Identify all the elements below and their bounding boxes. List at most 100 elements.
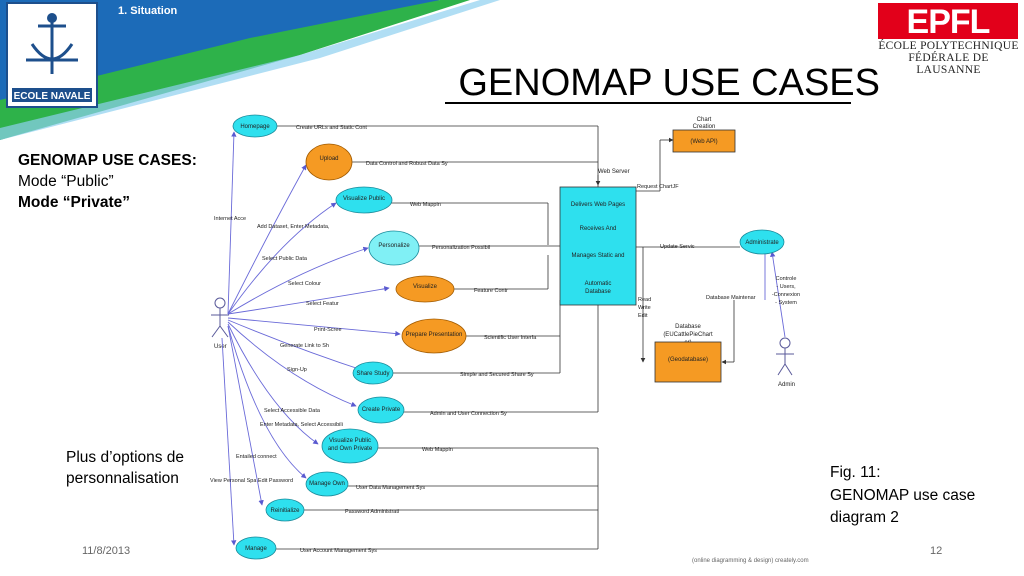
svg-text:(EUCattlePieChart: (EUCattlePieChart (663, 332, 713, 338)
svg-text:Visualize Public: Visualize Public (343, 196, 385, 202)
svg-text:Database: Database (585, 289, 611, 295)
use-case-visualize: Visualize (395, 275, 455, 303)
mode-private: Mode “Private” (18, 194, 130, 211)
slide-date: 11/8/2013 (82, 545, 131, 557)
sys-label-homepage: Create URLs and Static Cont (296, 125, 367, 131)
section-label: 1. Situation (118, 5, 178, 17)
svg-text:- Users,: - Users, (776, 284, 796, 290)
label-add-dataset: Add Dataset, Enter Metadata, (257, 224, 330, 230)
label-select-feature: Select Featur (306, 301, 339, 307)
label-enter-metadata: Enter Metadata, Select Accessibili (260, 422, 343, 428)
update-service-label: Update Servic (660, 244, 695, 250)
admin-actor (776, 337, 794, 376)
system-link-labels: Create URLs and Static Cont Data Control… (296, 125, 537, 554)
use-case-personalize: Personalize (368, 230, 420, 266)
sys-label-visualize-public: Web Mappin (410, 202, 441, 208)
title-underline (445, 102, 851, 104)
use-case-homepage: Homepage (232, 114, 278, 138)
label-entailed-connect: Entailed connect (236, 454, 277, 460)
svg-text:Edit: Edit (638, 313, 648, 319)
sys-label-create-private: Admin and User Connection Sy (430, 411, 507, 417)
label-sign-up: Sign-Up (287, 367, 307, 373)
use-case-create-private: Create Private (357, 396, 405, 424)
sys-label-manage-own: User Data Management Sys (356, 485, 425, 491)
database-maintenance-label: Database Maintenar (706, 295, 756, 301)
actor-link-labels: Internet Acce Add Dataset, Enter Metadat… (210, 216, 343, 484)
use-case-visualize-public: Visualize Public (335, 186, 393, 214)
admin-actor-label: Admin (778, 382, 795, 388)
sys-label-manage: User Account Management Sys (300, 548, 377, 554)
database-box: Database (EUCattlePieChart er) (Geodatab… (654, 324, 722, 383)
caption-line-1: Fig. 11: (830, 464, 881, 481)
user-actor (211, 297, 229, 338)
svg-text:Reinitialize: Reinitialize (270, 508, 300, 514)
sys-label-personalize: Personalization Possibil (432, 245, 490, 251)
svg-text:(Geodatabase): (Geodatabase) (668, 357, 708, 363)
more-options-note: Plus d’options de personnalisation (66, 447, 184, 489)
read-write-label: Read Write Edit (638, 297, 651, 319)
svg-text:Homepage: Homepage (240, 124, 270, 130)
request-chart-label: Request ChartJF (637, 184, 679, 190)
svg-text:Automatic: Automatic (585, 281, 612, 287)
label-print-screen: Print-Scree (314, 327, 342, 333)
actor-associations (221, 131, 401, 546)
svg-text:Manage: Manage (245, 546, 267, 552)
page-title: GENOMAP USE CASES (458, 62, 880, 104)
chart-creation-box: Chart Creation (Web API) (672, 117, 736, 153)
ecole-navale-text: ECOLE NAVALE (14, 91, 91, 102)
label-select-public: Select Public Data (262, 256, 308, 262)
svg-text:(Web API): (Web API) (690, 139, 717, 145)
system-connectors (273, 125, 740, 550)
sys-label-visualize: Feature Contr (474, 288, 508, 294)
sys-label-presentation: Scientific User Interfa (484, 335, 537, 341)
creately-watermark: (online diagramming & design) creately.c… (692, 558, 809, 564)
use-case-manage-own: Manage Own (305, 471, 349, 497)
svg-text:Administrate: Administrate (745, 240, 779, 246)
svg-text:Creation: Creation (693, 124, 716, 130)
label-view-personal: View Personal Spa Edit Password (210, 478, 293, 484)
svg-text:Create Private: Create Private (362, 407, 401, 413)
sys-label-upload: Data Control and Robust Data Sy (366, 161, 448, 167)
svg-text:Chart: Chart (697, 117, 712, 123)
caption-line-3: diagram 2 (830, 509, 899, 526)
more-options-line-2: personnalisation (66, 470, 179, 487)
svg-text:-Connexion: -Connexion (772, 292, 800, 298)
label-generate-link: Generate Link to Sh (280, 343, 329, 349)
use-case-visualize-own-private: Visualize Public and Own Private (321, 428, 379, 464)
svg-text:Read: Read (638, 297, 651, 303)
mode-public: Mode “Public” (18, 173, 114, 190)
svg-text:and Own Private: and Own Private (328, 446, 373, 452)
user-actor-label: User (214, 344, 227, 350)
sys-label-visualize-own: Web Mappin (422, 447, 453, 453)
use-case-share-study: Share Study (352, 361, 394, 385)
label-internet-access: Internet Acce (214, 216, 246, 222)
svg-text:Upload: Upload (319, 156, 338, 162)
svg-text:Personalize: Personalize (378, 243, 410, 249)
svg-text:Delivers Web Pages: Delivers Web Pages (571, 202, 625, 208)
slide-number: 12 (930, 545, 943, 557)
svg-text:Visualize: Visualize (413, 284, 438, 290)
more-options-line-1: Plus d’options de (66, 449, 185, 466)
svg-text:EPFL: EPFL (907, 3, 990, 41)
svg-text:Database: Database (675, 324, 701, 330)
svg-text:Receives And: Receives And (580, 226, 617, 232)
svg-text:Controle: Controle (776, 276, 797, 282)
svg-text:Share Study: Share Study (356, 371, 389, 377)
epfl-name-line-1: ÉCOLE POLYTECHNIQUE (878, 40, 1019, 52)
web-server-box: Delivers Web Pages Receives And Manages … (559, 186, 637, 306)
header-banner (0, 0, 500, 140)
epfl-name-line-2: FÉDÉRALE DE LAUSANNE (908, 52, 989, 76)
label-select-accessible: Select Accessible Data (264, 408, 321, 414)
use-case-upload: Upload (305, 143, 353, 181)
left-notes: GENOMAP USE CASES: Mode “Public” Mode “P… (18, 150, 197, 213)
ecole-navale-logo: ECOLE NAVALE (6, 2, 98, 108)
use-case-diagram: User Admin (210, 114, 800, 560)
sys-label-reinitialize: Password Administrati (345, 509, 399, 515)
sys-label-share: Simple and Secured Share Sy (460, 372, 534, 378)
svg-text:Manages Static and: Manages Static and (571, 253, 624, 259)
svg-text:Prepare Presentation: Prepare Presentation (406, 332, 463, 338)
use-case-manage: Manage (235, 536, 277, 560)
svg-text:Write: Write (638, 305, 651, 311)
svg-text:Manage Own: Manage Own (309, 481, 345, 487)
notes-heading: GENOMAP USE CASES: (18, 152, 197, 169)
